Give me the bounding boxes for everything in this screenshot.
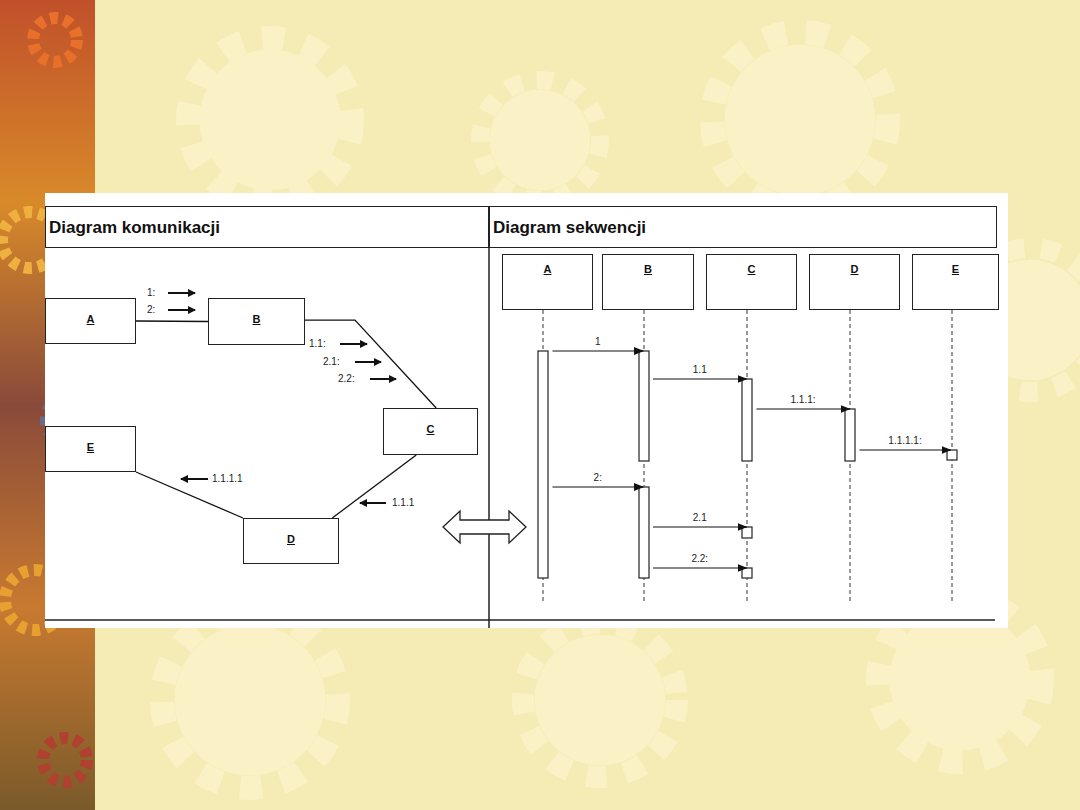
- heading-text: Diagram sekwencji: [493, 218, 646, 238]
- lifelines: [543, 310, 952, 603]
- message-arrow: [553, 486, 644, 487]
- panel-rule: [45, 619, 995, 621]
- link-line: [332, 455, 416, 518]
- heading-text: Diagram komunikacji: [49, 218, 220, 238]
- object-name: A: [503, 263, 592, 275]
- message-number: 2.1: [692, 512, 708, 524]
- link-line: [136, 320, 208, 322]
- message-number: 1.1.1.1:: [887, 435, 922, 447]
- message-arrow: [653, 526, 747, 527]
- lifeline-head: D: [809, 254, 900, 310]
- object-name: C: [707, 263, 796, 275]
- message-number: 1.1: [692, 364, 708, 376]
- object-box: A: [45, 298, 136, 344]
- object-box: B: [208, 298, 305, 345]
- link-line: [136, 472, 243, 518]
- message-number: 1.1:: [308, 338, 327, 350]
- object-name: A: [46, 313, 135, 325]
- object-name: D: [244, 533, 338, 545]
- object-box: E: [45, 426, 136, 472]
- object-box: D: [243, 518, 339, 564]
- figure-panel: [45, 193, 1008, 628]
- message-arrow: [653, 378, 747, 379]
- message-arrow: [553, 350, 644, 351]
- activation-bars: [538, 351, 957, 578]
- message-arrows: [168, 293, 396, 503]
- object-box: C: [383, 408, 478, 455]
- message-number: 2:: [593, 472, 603, 484]
- object-name: C: [384, 423, 477, 435]
- message-number: 2:: [146, 304, 156, 316]
- message-number: 1.1.1: [391, 497, 415, 509]
- object-name: B: [603, 263, 693, 275]
- message-number: 1.1.1:: [789, 394, 816, 406]
- message-arrow: [860, 449, 951, 450]
- panel-divider: [488, 248, 490, 628]
- object-name: E: [46, 441, 135, 453]
- lifeline-head: E: [912, 254, 999, 310]
- object-name: E: [913, 263, 998, 275]
- object-name: B: [209, 313, 304, 325]
- message-arrow: [757, 408, 850, 409]
- message-number: 2.2:: [690, 553, 709, 565]
- message-number: 1.1.1.1: [211, 473, 244, 485]
- lifeline-head: C: [706, 254, 797, 310]
- double-arrow: [443, 511, 526, 543]
- message-number: 2.1:: [322, 356, 341, 368]
- message-arrow: [653, 567, 747, 568]
- diagram-heading: Diagram sekwencji: [489, 206, 997, 248]
- message-number: 1: [594, 336, 602, 348]
- lifeline-head: B: [602, 254, 694, 310]
- object-name: D: [810, 263, 899, 275]
- message-number: 2.2:: [337, 373, 356, 385]
- lifeline-head: A: [502, 254, 593, 310]
- diagram-heading: Diagram komunikacji: [45, 206, 489, 248]
- link-line: [305, 320, 436, 408]
- message-number: 1:: [146, 287, 156, 299]
